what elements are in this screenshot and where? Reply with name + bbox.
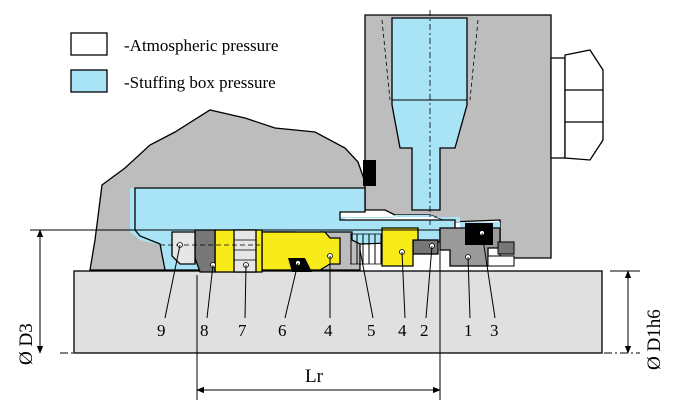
left-retainer bbox=[261, 231, 341, 271]
spring bbox=[350, 233, 382, 265]
dimension-d3: Ø D3 bbox=[16, 229, 44, 365]
part-label-1: 1 bbox=[464, 321, 473, 340]
dimension-lr-label: Lr bbox=[305, 366, 324, 387]
legend-stuffing-box-swatch bbox=[70, 69, 108, 93]
legend-stuffing-box-label: -Stuffing box pressure bbox=[124, 73, 276, 92]
legend-atmospheric-label: -Atmospheric pressure bbox=[124, 36, 278, 55]
part-label-3: 3 bbox=[490, 321, 499, 340]
part-label-5: 5 bbox=[367, 321, 376, 340]
hex-screw bbox=[171, 231, 196, 265]
dimension-d3-label: Ø D3 bbox=[16, 323, 37, 365]
bolt-nut bbox=[550, 49, 604, 161]
part-number-labels: 9 8 7 6 4 5 4 2 1 3 bbox=[157, 321, 499, 340]
part-label-4b: 4 bbox=[398, 321, 407, 340]
anti-rotation-pin bbox=[497, 241, 515, 255]
leader-lines bbox=[164, 232, 496, 319]
part-label-2: 2 bbox=[420, 321, 429, 340]
legend: -Atmospheric pressure -Stuffing box pres… bbox=[70, 32, 278, 93]
gland-o-ring bbox=[363, 160, 376, 186]
dimension-lr: Lr bbox=[196, 230, 441, 400]
legend-atmospheric-swatch bbox=[70, 32, 108, 56]
dimension-d1-label: Ø D1h6 bbox=[644, 309, 665, 370]
seat-o-ring bbox=[465, 223, 493, 245]
part-label-9: 9 bbox=[157, 321, 166, 340]
part-label-7: 7 bbox=[238, 321, 247, 340]
part-label-8: 8 bbox=[200, 321, 209, 340]
dimension-d1: Ø D1h6 bbox=[610, 270, 665, 370]
part-label-6: 6 bbox=[278, 321, 287, 340]
fluid-channel bbox=[391, 17, 468, 211]
right-retainer bbox=[381, 227, 419, 267]
shaft bbox=[73, 270, 603, 354]
part-label-4a: 4 bbox=[324, 321, 333, 340]
